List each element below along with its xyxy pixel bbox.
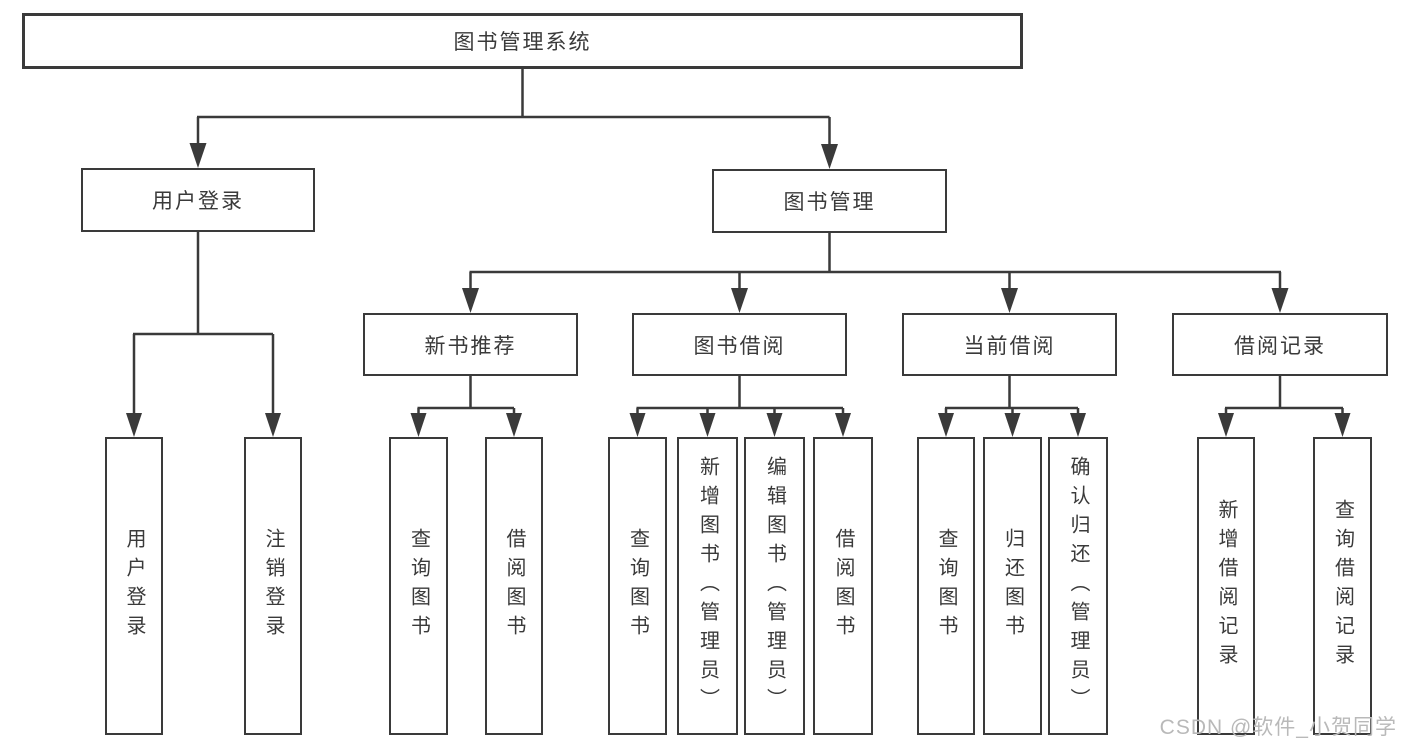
node-new-book-recommend-label: 新书推荐 bbox=[424, 334, 517, 358]
node-book-borrow-label: 图书借阅 bbox=[693, 334, 786, 358]
node-book-management-label: 图书管理 bbox=[783, 191, 876, 214]
leaf-newrec-query-book: 查询图书 bbox=[389, 437, 448, 735]
node-book-borrow: 图书借阅 bbox=[632, 313, 847, 376]
leaf-confirm-return-admin-label: 确认归还（管理员） bbox=[1067, 455, 1089, 717]
leaf-borrow-query-book: 查询图书 bbox=[608, 437, 667, 735]
leaf-logout: 注销登录 bbox=[244, 437, 302, 735]
leaf-query-borrow-record: 查询借阅记录 bbox=[1313, 437, 1372, 735]
leaf-edit-book-admin: 编辑图书（管理员） bbox=[744, 437, 805, 735]
leaf-borrow-book-label: 借阅图书 bbox=[832, 528, 854, 644]
leaf-add-book-admin: 新增图书（管理员） bbox=[677, 437, 738, 735]
leaf-user-login-label: 用户登录 bbox=[123, 528, 145, 644]
leaf-newrec-query-book-label: 查询图书 bbox=[407, 528, 430, 644]
leaf-edit-book-admin-label: 编辑图书（管理员） bbox=[763, 455, 786, 717]
node-new-book-recommend: 新书推荐 bbox=[363, 313, 578, 376]
leaf-borrow-query-book-label: 查询图书 bbox=[626, 528, 649, 644]
node-user-login: 用户登录 bbox=[81, 168, 315, 232]
node-root-label: 图书管理系统 bbox=[453, 31, 592, 54]
leaf-add-book-admin-label: 新增图书（管理员） bbox=[696, 455, 719, 717]
leaf-user-login: 用户登录 bbox=[105, 437, 163, 735]
leaf-query-borrow-record-label: 查询借阅记录 bbox=[1331, 499, 1354, 673]
node-borrow-record-label: 借阅记录 bbox=[1234, 334, 1326, 358]
csdn-watermark: CSDN @软件_小贺同学 bbox=[1159, 716, 1397, 739]
node-borrow-record: 借阅记录 bbox=[1172, 313, 1388, 376]
node-current-borrow: 当前借阅 bbox=[902, 313, 1117, 376]
connector-strokes bbox=[132, 69, 1344, 416]
leaf-logout-label: 注销登录 bbox=[262, 528, 284, 644]
node-user-login-label: 用户登录 bbox=[152, 190, 244, 213]
leaf-newrec-borrow-book: 借阅图书 bbox=[485, 437, 543, 735]
node-book-management: 图书管理 bbox=[712, 169, 947, 233]
leaf-add-borrow-record-label: 新增借阅记录 bbox=[1215, 499, 1237, 673]
leaf-current-query-book-label: 查询图书 bbox=[935, 528, 957, 644]
leaf-return-book-label: 归还图书 bbox=[1001, 528, 1024, 644]
leaf-return-book: 归还图书 bbox=[983, 437, 1042, 735]
arrowheads bbox=[126, 143, 1351, 437]
leaf-newrec-borrow-book-label: 借阅图书 bbox=[503, 528, 525, 644]
leaf-add-borrow-record: 新增借阅记录 bbox=[1197, 437, 1255, 735]
leaf-current-query-book: 查询图书 bbox=[917, 437, 975, 735]
node-root: 图书管理系统 bbox=[22, 13, 1023, 69]
leaf-borrow-book: 借阅图书 bbox=[813, 437, 873, 735]
leaf-confirm-return-admin: 确认归还（管理员） bbox=[1048, 437, 1108, 735]
node-current-borrow-label: 当前借阅 bbox=[963, 334, 1056, 358]
